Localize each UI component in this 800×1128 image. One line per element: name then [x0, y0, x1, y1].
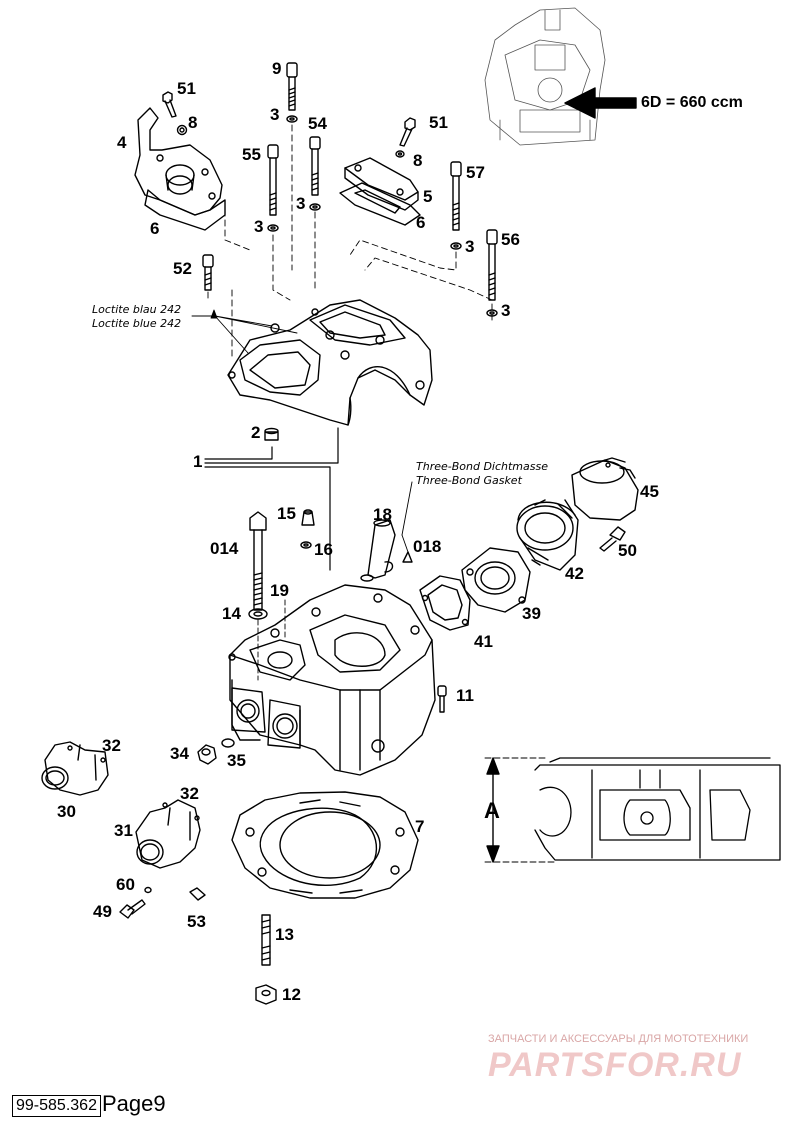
engine-pointer-arrow [564, 87, 637, 119]
page-label: Page9 [102, 1091, 166, 1116]
stud-13 [261, 914, 271, 966]
part-label: 49 [93, 902, 112, 921]
part-label: 53 [187, 912, 206, 931]
threebond-note-en: Three-Bond Gasket [416, 474, 522, 487]
screw-55 [267, 144, 279, 232]
part-label: 1 [193, 452, 203, 471]
loctite-note-en: Loctite blue 242 [92, 317, 182, 330]
part-label: 15 [277, 504, 296, 523]
engine-thumbnail [484, 7, 606, 146]
screw-52 [202, 254, 214, 291]
part-label: 57 [466, 163, 485, 182]
part-label: 12 [282, 985, 301, 1004]
part-label: 50 [618, 541, 637, 560]
plug [264, 427, 279, 441]
section-view-a [534, 757, 781, 861]
part-label: 5 [423, 187, 433, 206]
part-label: 3 [254, 217, 264, 236]
part-label: 3 [465, 237, 475, 256]
part-label: 8 [413, 151, 423, 170]
part-label: 52 [173, 259, 192, 278]
part-label: 55 [242, 145, 261, 164]
part-label: 41 [474, 632, 493, 651]
part-label: 9 [272, 59, 282, 78]
intake-45 [571, 457, 639, 521]
part-label: 34 [170, 744, 189, 763]
screw-51-right [395, 117, 416, 158]
part-label: 60 [116, 875, 135, 894]
screw-49 [119, 886, 206, 919]
flange-39 [461, 547, 531, 613]
part-label: 32 [180, 784, 199, 803]
part-label: 56 [501, 230, 520, 249]
part-label: 45 [640, 482, 659, 501]
part-label: 3 [501, 301, 511, 320]
stud-014 [248, 511, 268, 620]
screw-9 [286, 62, 298, 123]
part-label: 18 [373, 505, 392, 524]
valve-cover [227, 299, 433, 426]
part-label: 014 [210, 539, 239, 558]
assembly-lines-top [207, 124, 493, 361]
part-label: 4 [117, 133, 127, 152]
exhaust-30 [41, 741, 109, 796]
cover-plate [339, 157, 421, 226]
head-gasket-7 [231, 791, 419, 899]
part-label: 8 [188, 113, 198, 132]
watermark-subtitle: ЗАПЧАСТИ И АКСЕССУАРЫ ДЛЯ МОТОТЕХНИКИ [488, 1033, 749, 1045]
part-label: 7 [415, 817, 425, 836]
threebond-leader [401, 481, 413, 553]
threebond-note-de: Three-Bond Dichtmasse [416, 460, 548, 473]
screw-50 [599, 526, 626, 552]
part-label: 018 [413, 537, 442, 556]
screw-11 [437, 685, 447, 713]
part-label: 54 [308, 114, 327, 133]
loctite-leaders [191, 309, 298, 354]
nut-12 [255, 984, 277, 1005]
screw-51-left [162, 91, 188, 136]
part-label: 3 [296, 194, 306, 213]
cover-part [134, 107, 226, 231]
part-label: 6 [150, 219, 160, 238]
part-label: 13 [275, 925, 294, 944]
part-label: 31 [114, 821, 133, 840]
part-label: 30 [57, 802, 76, 821]
part-label: 39 [522, 604, 541, 623]
part-label: 51 [177, 79, 196, 98]
plug-34 [197, 738, 235, 765]
engine-displacement-note: 6D = 660 ccm [641, 94, 743, 111]
screw-54 [309, 136, 321, 211]
guide-18 [360, 519, 396, 582]
part-label: 2 [251, 423, 261, 442]
part-label: 16 [314, 540, 333, 559]
part-label: 14 [222, 604, 241, 623]
part-label: 35 [227, 751, 246, 770]
screw-56 [486, 229, 498, 317]
exhaust-31 [135, 799, 201, 869]
screw-57 [450, 161, 462, 250]
part-label: 11 [456, 686, 474, 705]
part-label: 3 [270, 105, 280, 124]
stud-19 [257, 599, 286, 681]
cylinder-head [228, 584, 436, 776]
gasket-41 [419, 575, 471, 631]
part1-leaders [204, 427, 339, 571]
plug-15 [300, 509, 315, 549]
manifold-42 [516, 499, 579, 571]
part-label: 42 [565, 564, 584, 583]
dimension-label: A [484, 798, 500, 823]
part-label: 51 [429, 113, 448, 132]
loctite-note-de: Loctite blau 242 [92, 303, 182, 316]
part-label: 19 [270, 581, 289, 600]
dimension-arrow-a [484, 757, 556, 863]
watermark-brand: PARTSFOR.RU [488, 1046, 742, 1084]
droplet-018 [402, 551, 413, 563]
part-label: 32 [102, 736, 121, 755]
reference-code: 99-585.362 [12, 1095, 101, 1117]
part-label: 6 [416, 213, 426, 232]
